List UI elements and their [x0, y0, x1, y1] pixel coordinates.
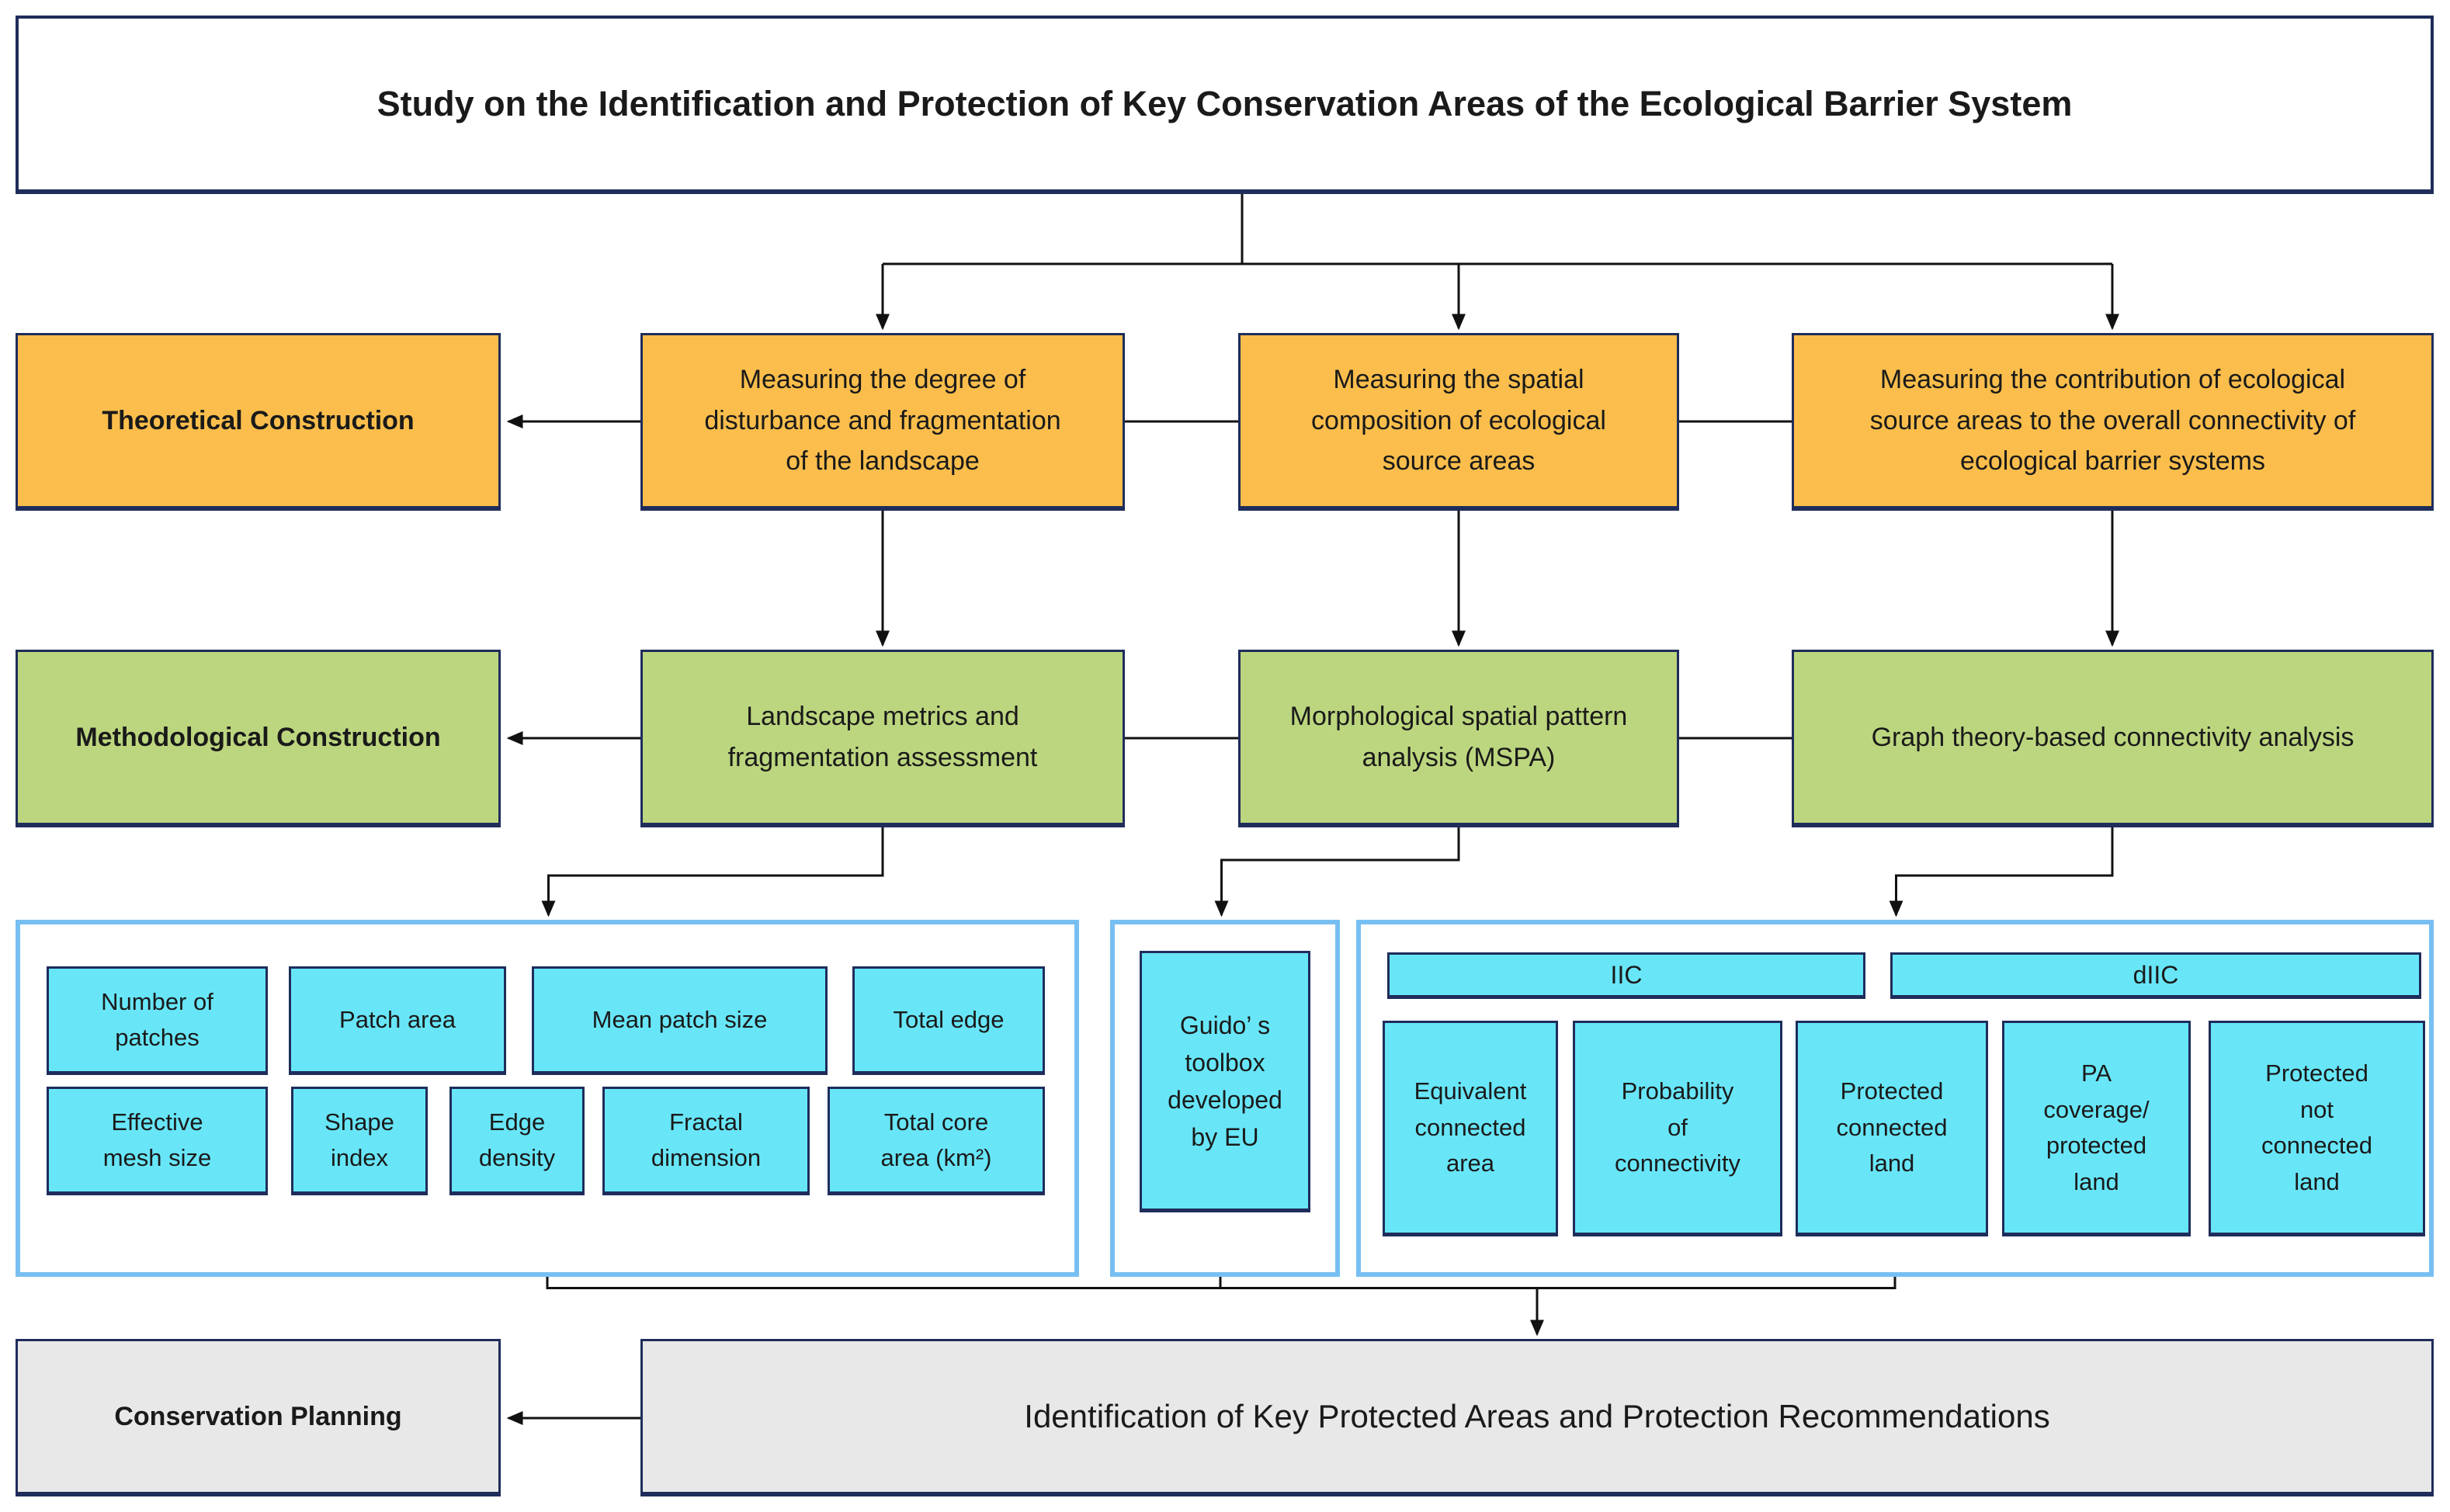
- metric-box-number-of-patches: Number of patches: [47, 966, 268, 1075]
- box-landscape-metrics: Landscape metrics and fragmentation asse…: [640, 650, 1125, 827]
- box-mspa: Morphological spatial pattern analysis (…: [1238, 650, 1679, 827]
- metric-box-mean-patch-size: Mean patch size: [532, 966, 828, 1075]
- arrow-green2-to-mspa-group: [1214, 827, 1460, 917]
- box-measuring-disturbance: Measuring the degree of disturbance and …: [640, 333, 1125, 511]
- connector-line: [546, 194, 2112, 1289]
- arrow-green1-to-metrics-group: [541, 827, 884, 917]
- metric-box-patch-area: Patch area: [289, 966, 506, 1075]
- metric-box-edge-density: Edge density: [449, 1087, 585, 1195]
- header-diic: dIIC: [1890, 952, 2421, 999]
- metric-box-fractal-dimension: Fractal dimension: [602, 1087, 810, 1195]
- metric-box-total-core-area: Total core area (km²): [828, 1087, 1045, 1195]
- landscape-metrics-group: Number of patches Patch area Mean patch …: [16, 920, 1079, 1277]
- metric-box-effective-mesh-size: Effective mesh size: [47, 1087, 268, 1195]
- box-measuring-contribution: Measuring the contribution of ecological…: [1792, 333, 2434, 511]
- metric-box-total-edge: Total edge: [852, 966, 1045, 1075]
- box-graph-theory: Graph theory-based connectivity analysis: [1792, 650, 2434, 827]
- conservation-planning-label: Conservation Planning: [16, 1339, 501, 1496]
- mspa-tool-group: Guido’ s toolbox developed by EU: [1110, 920, 1340, 1277]
- box-guido-toolbox: Guido’ s toolbox developed by EU: [1140, 951, 1310, 1212]
- methodological-construction-label: Methodological Construction: [16, 650, 501, 827]
- box-measuring-spatial-composition: Measuring the spatial composition of eco…: [1238, 333, 1679, 511]
- header-iic: IIC: [1387, 952, 1865, 999]
- arrow-green3-to-connectivity-group: [1889, 827, 2114, 917]
- theoretical-construction-label: Theoretical Construction: [16, 333, 501, 511]
- box-probability-of-connectivity: Probability of connectivity: [1573, 1021, 1782, 1236]
- box-protected-connected-land: Protected connected land: [1796, 1021, 1988, 1236]
- box-pa-coverage-protected-land: PA coverage/ protected land: [2002, 1021, 2191, 1236]
- page-title: Study on the Identification and Protecti…: [16, 16, 2434, 194]
- box-identification-key-areas: Identification of Key Protected Areas an…: [640, 1339, 2434, 1496]
- box-protected-not-connected-land: Protected not connected land: [2209, 1021, 2425, 1236]
- connectivity-group: IIC dIIC Equivalent connected area Proba…: [1356, 920, 2434, 1277]
- box-equivalent-connected-area: Equivalent connected area: [1383, 1021, 1558, 1236]
- metric-box-shape-index: Shape index: [291, 1087, 428, 1195]
